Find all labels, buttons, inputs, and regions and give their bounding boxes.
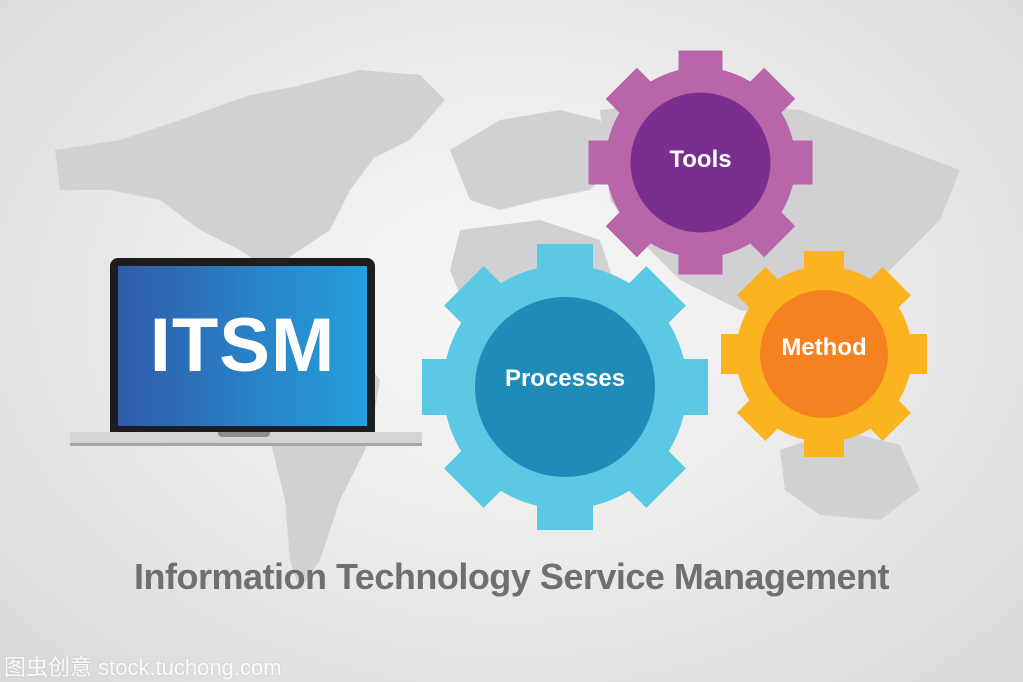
- watermark: 图虫创意 stock.tuchong.com: [4, 655, 282, 680]
- laptop-base: [70, 432, 422, 446]
- gear-icon: [588, 50, 813, 275]
- laptop-notch: [218, 432, 270, 437]
- laptop-screen: ITSM: [118, 266, 367, 426]
- itsm-label: ITSM: [149, 303, 336, 388]
- gear-processes: Processes: [420, 242, 710, 532]
- diagram-title: Information Technology Service Managemen…: [134, 556, 889, 597]
- gear-method: Method: [720, 250, 928, 458]
- gear-icon: [422, 244, 708, 530]
- gear-label-method: Method: [781, 334, 867, 361]
- gear-tools: Tools: [588, 50, 813, 275]
- gear-label-processes: Processes: [504, 365, 626, 392]
- laptop-illustration: ITSM: [70, 258, 422, 453]
- gear-label-tools: Tools: [669, 146, 732, 173]
- laptop-screen-frame: ITSM: [110, 258, 375, 436]
- gear-icon: [721, 251, 927, 457]
